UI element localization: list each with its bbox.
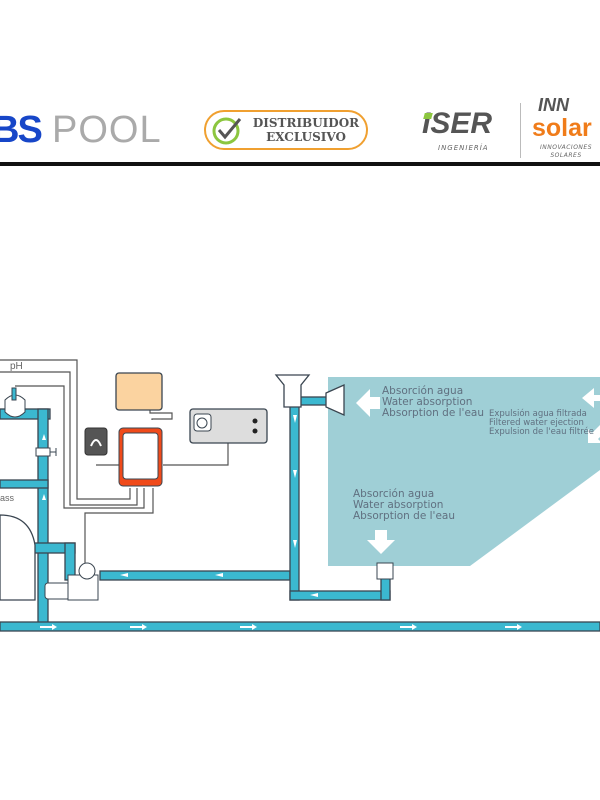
pool-arrows — [356, 388, 600, 554]
drain-label: Absorción agua Water absorption Absorpti… — [353, 489, 455, 522]
drain-label-es: Absorción agua — [353, 488, 435, 500]
pump-prefilter — [78, 562, 96, 580]
pipe-filter-drop — [64, 542, 76, 581]
bspool-logo-mark: BS — [0, 109, 43, 151]
pipe-bypass — [0, 479, 49, 489]
pump-motor — [44, 582, 71, 600]
drain-arrow — [367, 530, 395, 554]
pump-body — [67, 574, 99, 601]
badge-line-2: EXCLUSIVO — [266, 130, 346, 144]
skimmer-funnel — [274, 374, 311, 408]
return-arrow-2 — [588, 425, 600, 443]
drain-label-fr: Absorption de l'eau — [353, 510, 455, 522]
control-panel-led — [252, 418, 258, 424]
skimmer-label-fr: Absorption de l'eau — [382, 407, 484, 419]
ph-probe — [11, 387, 17, 401]
skimmer-label: Absorción agua Water absorption Absorpti… — [382, 386, 484, 419]
pipe-pump-inlet — [99, 570, 291, 581]
pipe-bottom — [289, 590, 391, 601]
dosing-pump-tube — [90, 439, 102, 447]
return-label-fr: Expulsion de l'eau filtrée — [489, 427, 594, 437]
skimmer-label-en: Water absorption — [382, 396, 473, 408]
skimmer-label-es: Absorción agua — [382, 385, 464, 397]
iser-logo: ISER — [422, 107, 493, 140]
iser-subtitle: INGENIERÍA — [438, 144, 489, 152]
bspool-logo-text: POOL — [52, 109, 162, 151]
pipe-return — [0, 621, 600, 632]
pipe-skimmer — [298, 396, 328, 406]
header-divider — [0, 162, 600, 166]
badge-text: DISTRIBUIDOR EXCLUSIVO — [246, 116, 366, 144]
main-drain — [376, 562, 394, 580]
valve-handle — [50, 448, 57, 456]
distributor-badge — [204, 110, 368, 150]
skimmer-mouth — [325, 383, 345, 417]
dosing-pump — [84, 427, 108, 456]
chemical-tank — [115, 372, 163, 411]
control-panel-dial — [196, 417, 208, 429]
skimmer-arrow — [356, 389, 380, 417]
control-wires — [0, 359, 229, 565]
return-label-es: Expulsión agua filtrada — [489, 409, 587, 419]
innsolar-logo-inn: INN — [538, 95, 569, 115]
logo-divider — [520, 103, 521, 158]
pool-basin — [328, 377, 600, 566]
ph-label: pH — [10, 361, 23, 372]
return-label: Expulsión agua filtrada Filtered water e… — [489, 410, 594, 437]
return-arrow-1 — [582, 388, 600, 408]
control-panel-led — [252, 428, 258, 434]
check-icon — [212, 117, 242, 145]
valve — [35, 447, 51, 457]
drain-label-en: Water absorption — [353, 499, 444, 511]
badge-line-1: DISTRIBUIDOR — [252, 116, 360, 130]
innsolar-logo-solar: solar — [532, 114, 592, 142]
flow-arrows — [40, 415, 522, 630]
innsolar-subtitle: INNOVACIONES SOLARES — [539, 144, 593, 159]
bypass-label: ass — [0, 493, 15, 503]
sand-filter — [0, 514, 36, 601]
controller-screen — [122, 432, 159, 480]
return-label-en: Filtered water ejection — [489, 418, 584, 428]
